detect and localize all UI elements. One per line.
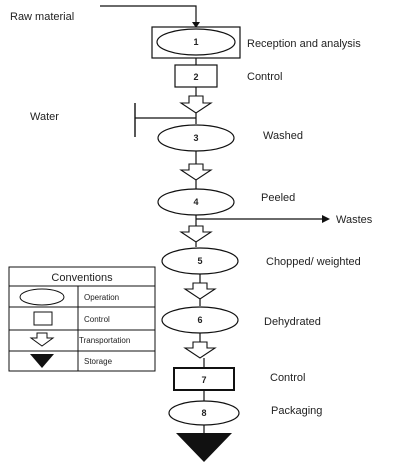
raw-material-arrowhead <box>192 22 200 28</box>
water-label: Water <box>30 111 59 123</box>
step-1-operation <box>156 28 236 56</box>
legend-control-label: Control <box>84 315 110 324</box>
step-1-label: Reception and analysis <box>247 38 361 50</box>
legend-control-symbol <box>33 311 53 326</box>
legend-operation-label: Operation <box>84 293 119 302</box>
legend-storage-label: Storage <box>84 357 113 366</box>
step-3-number: 3 <box>193 133 198 143</box>
conventions-legend: Conventions Operation Control Transporta… <box>8 266 156 372</box>
step-5-number: 5 <box>197 256 202 266</box>
legend-transport-label: Transportation <box>79 336 130 345</box>
transport-arrow-5-6 <box>183 282 217 300</box>
step-8-label: Packaging <box>271 405 322 417</box>
raw-material-line <box>100 5 197 26</box>
step-8-number: 8 <box>201 408 206 418</box>
legend-transport-symbol <box>29 332 55 347</box>
transport-arrow-2-3 <box>179 95 213 114</box>
transport-arrow-6-7 <box>183 341 217 359</box>
wastes-arrowhead <box>322 215 330 223</box>
step-2-number: 2 <box>193 72 198 82</box>
legend-title: Conventions <box>51 272 113 284</box>
step-2-label: Control <box>247 71 282 83</box>
transport-arrow-4-5 <box>179 225 213 243</box>
legend-operation-symbol <box>19 288 65 306</box>
step-4-label: Peeled <box>261 192 295 204</box>
step-3-label: Washed <box>263 130 303 142</box>
step-6-number: 6 <box>197 315 202 325</box>
step-7-label: Control <box>270 372 305 384</box>
step-1-number: 1 <box>193 37 198 47</box>
step-6-label: Dehydrated <box>264 316 321 328</box>
wastes-label: Wastes <box>336 214 373 226</box>
step-5-label: Chopped/ weighted <box>266 256 361 268</box>
legend-storage-symbol <box>30 354 54 368</box>
legend-frame <box>8 266 156 372</box>
transport-arrow-3-4 <box>179 163 213 181</box>
raw-material-label: Raw material <box>10 11 74 23</box>
storage-triangle <box>176 433 232 462</box>
step-4-number: 4 <box>193 197 198 207</box>
step-7-number: 7 <box>201 375 206 385</box>
